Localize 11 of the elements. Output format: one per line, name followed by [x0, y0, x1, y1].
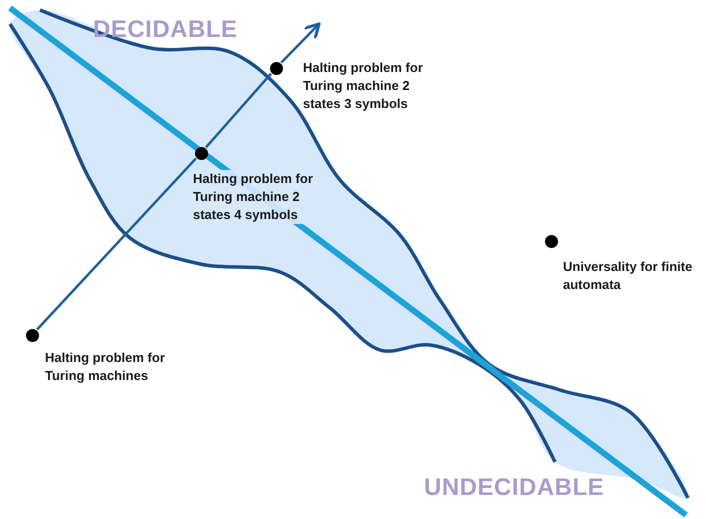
point-label: Halting problem for Turing machine 2 states 3 symbols: [303, 59, 424, 113]
point-label: Halting problem for Turing machines: [45, 349, 166, 385]
point-marker: [270, 62, 282, 74]
region-label: UNDECIDABLE: [424, 474, 604, 502]
arrow: [280, 22, 321, 64]
connector-line: [36, 158, 197, 330]
region-label: DECIDABLE: [93, 16, 238, 44]
connector-line: [205, 72, 272, 148]
point-marker: [544, 234, 558, 248]
point-marker: [26, 328, 38, 342]
point-label: Universality for finite automata: [563, 258, 694, 294]
